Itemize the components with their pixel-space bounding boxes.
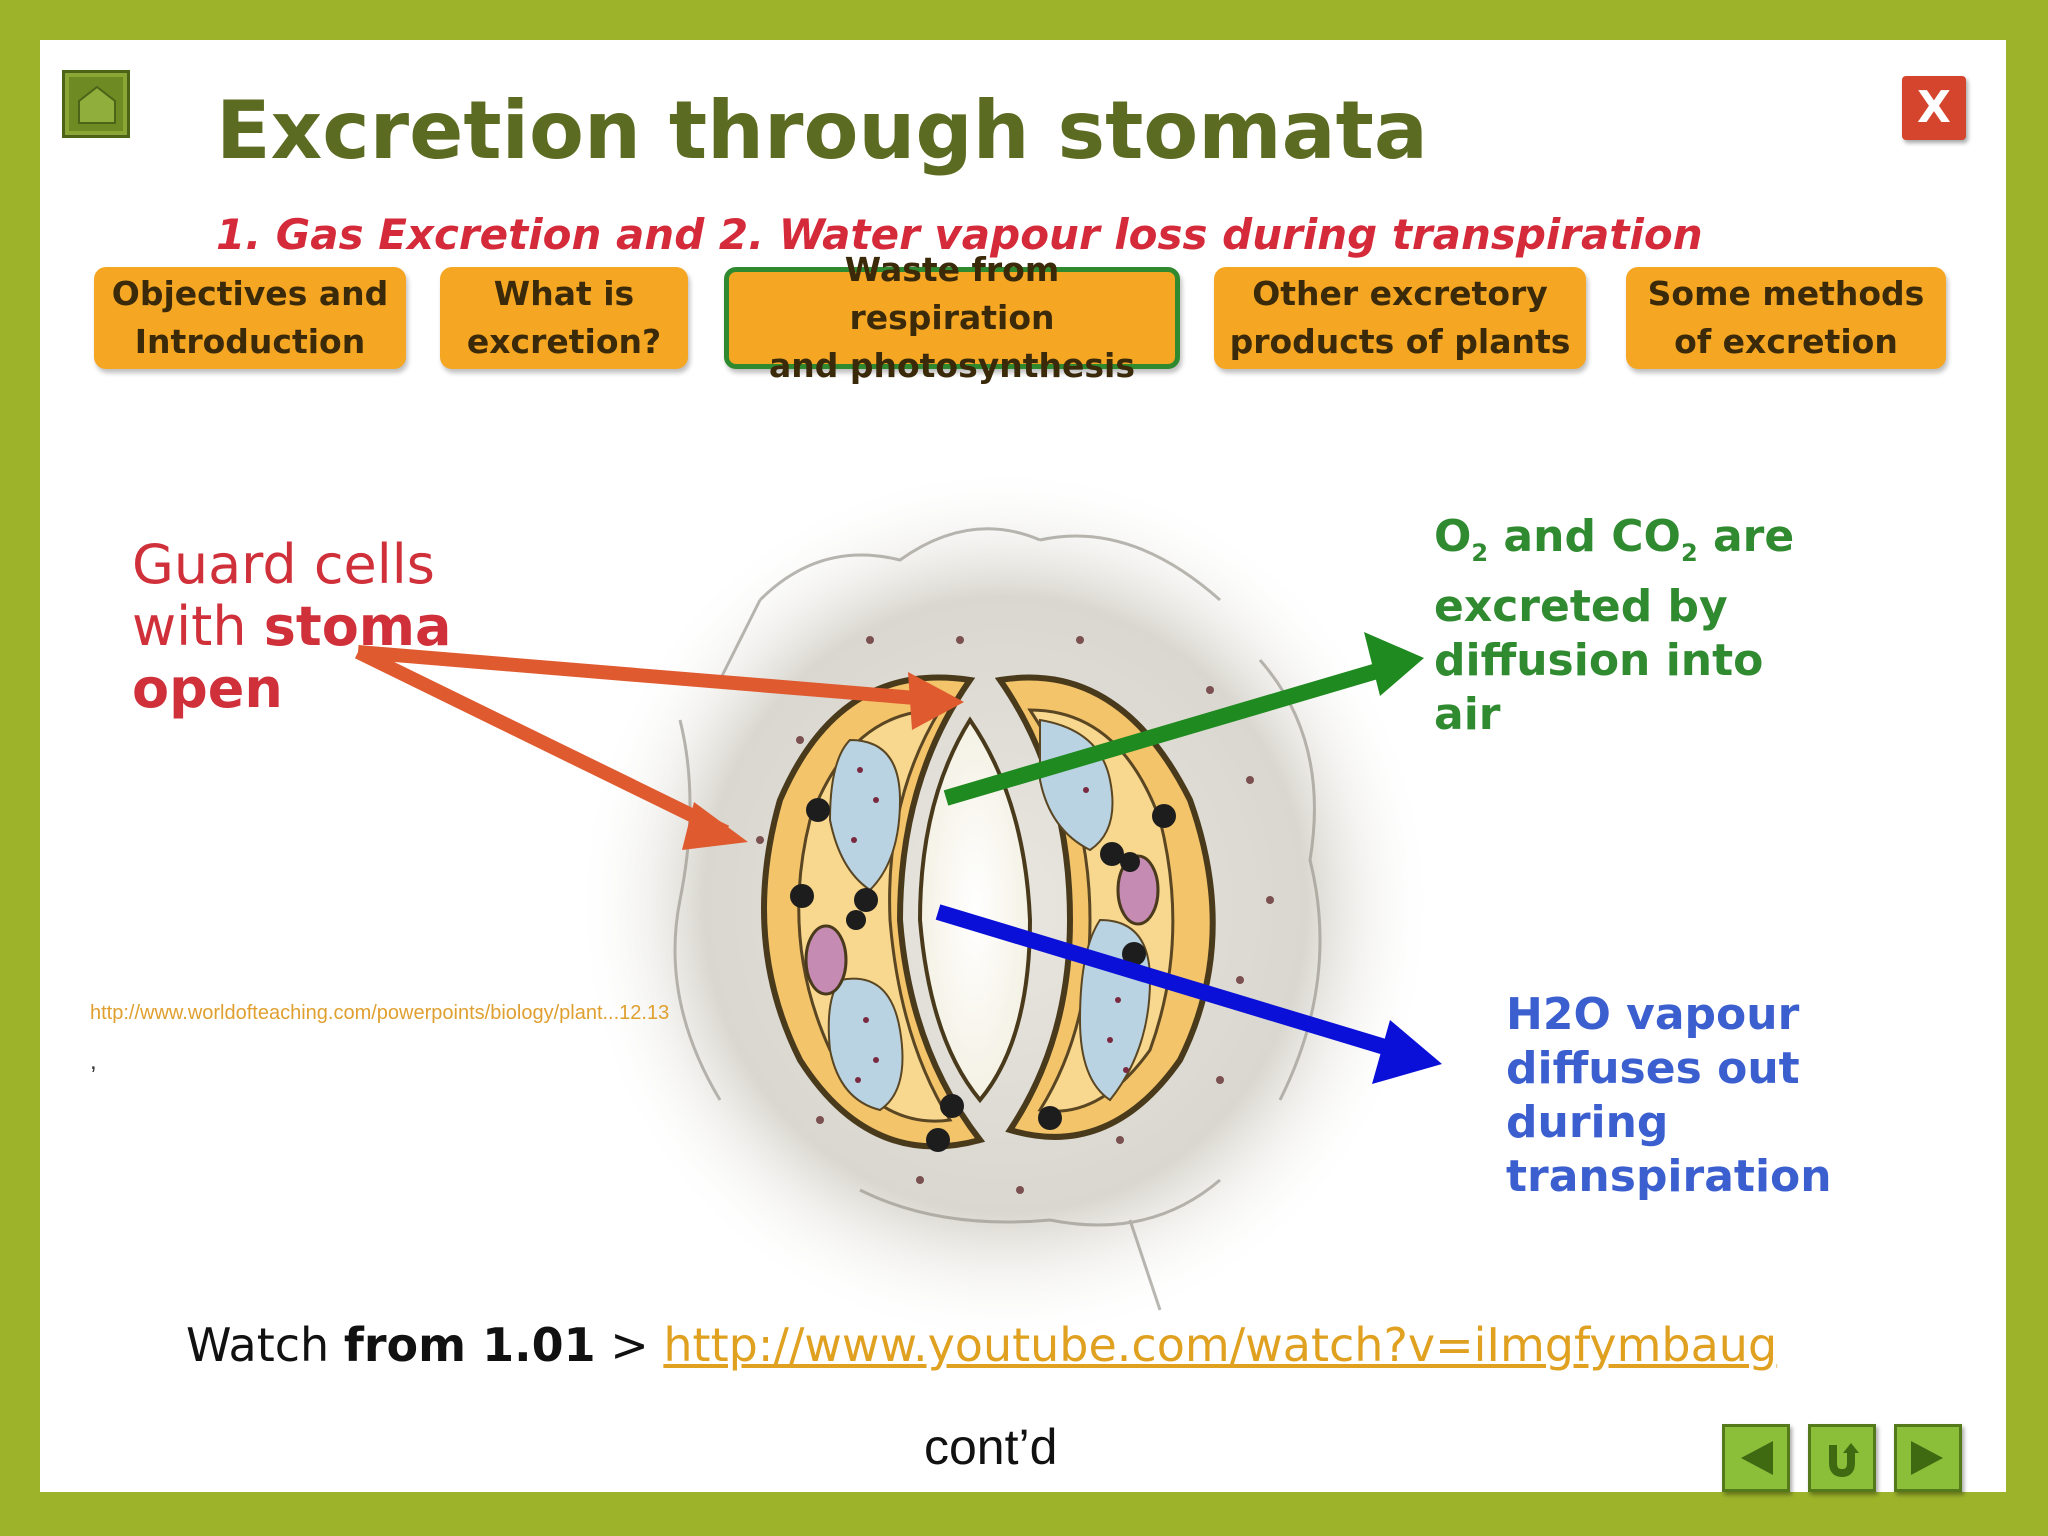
- next-button[interactable]: [1894, 1424, 1962, 1492]
- gas-arrow: [943, 632, 1424, 806]
- prev-button[interactable]: [1722, 1424, 1790, 1492]
- close-button[interactable]: X: [1902, 76, 1966, 140]
- stoma-pore: [917, 716, 1033, 1104]
- slide: Excretion through stomata 1. Gas Excreti…: [40, 40, 2006, 1492]
- replay-icon: [1829, 1443, 1859, 1478]
- continued-label: cont’d: [924, 1419, 1058, 1475]
- water-vapour-label: H2O vapour diffuses out during transpira…: [1506, 989, 1832, 1202]
- watch-instruction: Watch from 1.01 > http://www.youtube.com…: [186, 1318, 1778, 1372]
- water-vapour-arrow: [935, 904, 1442, 1084]
- home-icon: [78, 85, 116, 124]
- youtube-link[interactable]: http://www.youtube.com/watch?v=iImgfymba…: [663, 1318, 1778, 1372]
- stray-comma: ,: [90, 1048, 97, 1075]
- stomata-illustration: [354, 465, 1442, 1345]
- left-guard-cell: [761, 674, 986, 1152]
- next-icon: [1911, 1441, 1943, 1475]
- replay-button[interactable]: [1808, 1424, 1876, 1492]
- page-title: Excretion through stomata: [216, 84, 1428, 177]
- home-button[interactable]: [62, 70, 130, 138]
- gas-excretion-label: O2 and CO2 are excreted by diffusion int…: [1434, 511, 1795, 740]
- guard-cell-arrows: [354, 645, 964, 850]
- source-url: http://www.worldofteaching.com/powerpoin…: [90, 1002, 670, 1024]
- close-icon: X: [1917, 82, 1951, 133]
- guard-cells-label: Guard cells with stoma open: [132, 533, 452, 720]
- page-subtitle: 1. Gas Excretion and 2. Water vapour los…: [216, 210, 1703, 259]
- prev-icon: [1741, 1441, 1773, 1475]
